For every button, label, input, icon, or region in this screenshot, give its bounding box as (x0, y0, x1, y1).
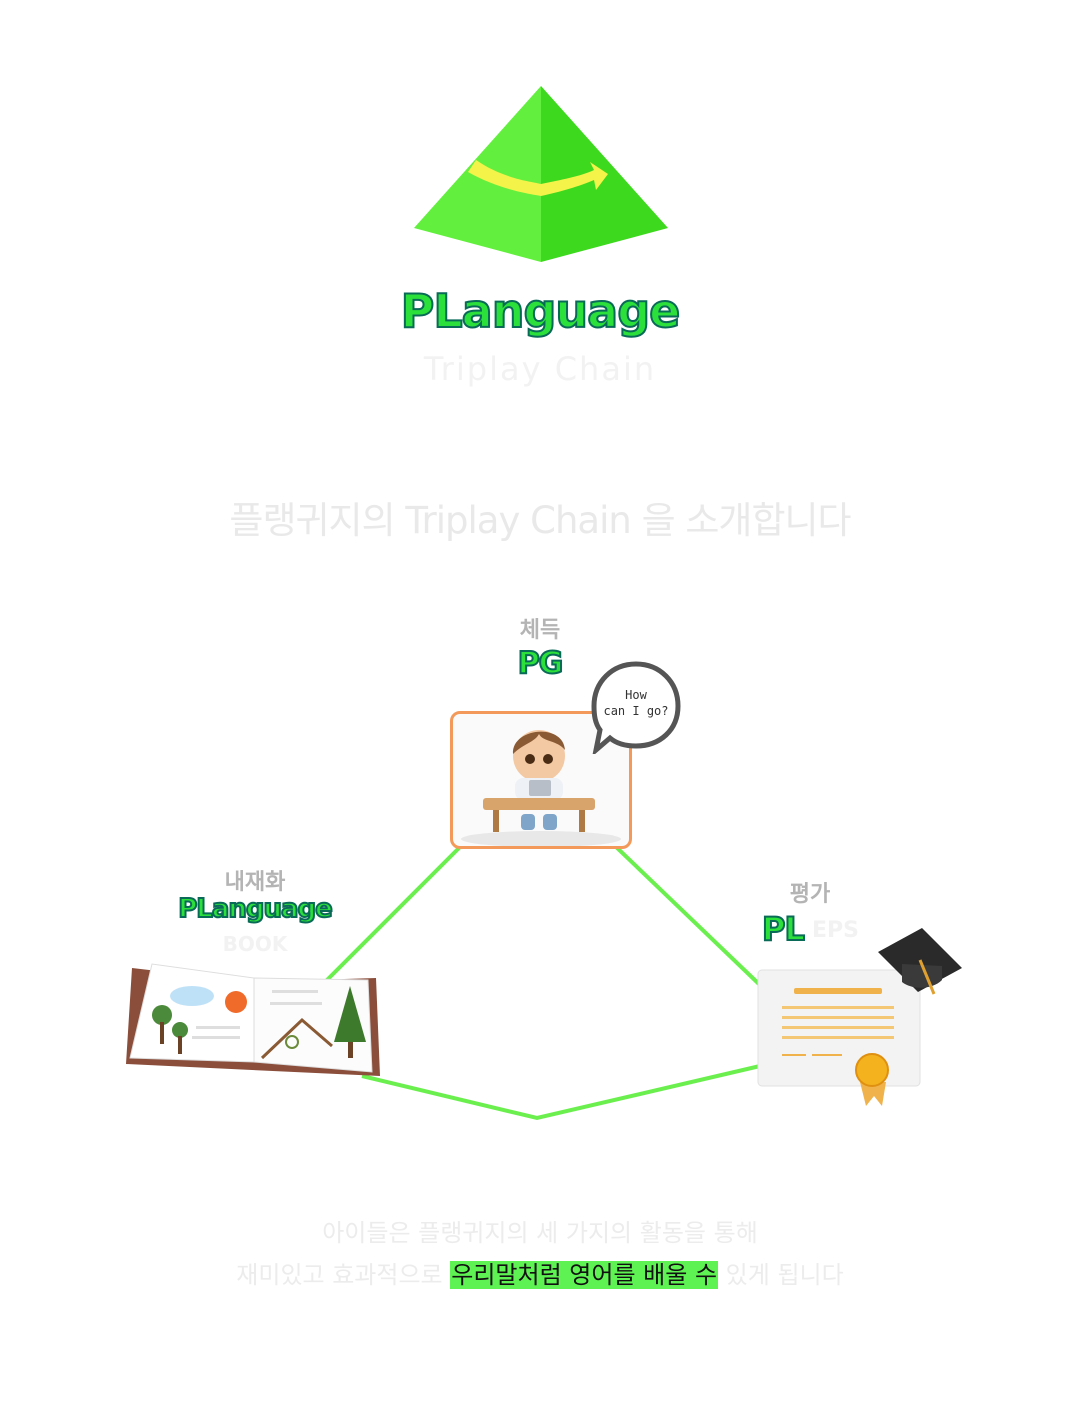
bottom-line-2: 재미있고 효과적으로 우리말처럼 영어를 배울 수 있게 됩니다 (0, 1254, 1080, 1296)
child-at-desk-illustration (461, 730, 621, 846)
node-right-label: 평가 (789, 882, 831, 907)
speech-bubble-text-2: can I go? (603, 704, 669, 718)
node-top-label: 체득 (519, 618, 561, 643)
certificate-illustration (757, 928, 962, 1106)
open-book-illustration (126, 963, 380, 1076)
node-top-brand: PG (517, 645, 565, 682)
node-left-sub: BOOK (222, 932, 288, 956)
intro-heading: 플랭귀지의 Triplay Chain 을 소개합니다 (229, 499, 851, 542)
speech-bubble-text-1: How (625, 688, 647, 702)
pyramid-logo-icon (414, 86, 668, 262)
brand-subtitle: Triplay Chain (423, 350, 657, 388)
bottom-line-1: 아이들은 플랭귀지의 세 가지의 활동을 통해 (322, 1219, 758, 1247)
bottom-line-2-pre: 재미있고 효과적으로 (236, 1261, 451, 1289)
bottom-highlight-text: 우리말처럼 영어를 배울 수 (450, 1261, 719, 1289)
brand-wordmark: PLanguage (400, 283, 682, 339)
node-left-brand: PLanguage (177, 893, 334, 925)
node-right-brand: PL (761, 909, 806, 949)
node-right-sub: EPS (812, 918, 859, 943)
speech-bubble-icon (591, 661, 681, 754)
bottom-line-2-post: 있게 됩니다 (718, 1261, 844, 1289)
node-left-label: 내재화 (224, 870, 286, 895)
